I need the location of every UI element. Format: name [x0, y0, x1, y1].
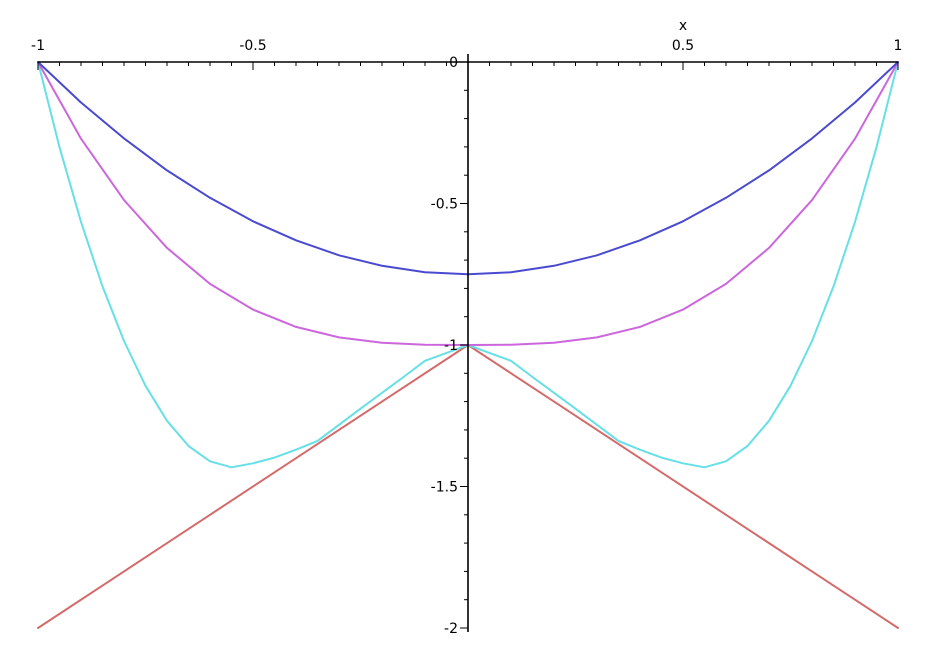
y-tick-label: 0: [449, 55, 458, 71]
x-tick-label: -1: [31, 38, 45, 54]
x-tick-label: -0.5: [239, 38, 266, 54]
x-axis-title: x: [679, 18, 687, 34]
y-tick-label: -0.5: [431, 197, 458, 213]
tick-layer: [37, 62, 899, 629]
x-tick-label: 1: [894, 38, 903, 54]
axis-layer: [38, 54, 898, 632]
y-tick-label: -2: [444, 621, 458, 637]
label-layer: x -1 -0.5 0.5 1 0 -0.5 -1 -1.5 -2: [31, 18, 902, 637]
y-tick-label: -1.5: [431, 480, 458, 496]
y-tick-label: -1: [444, 338, 458, 354]
x-tick-label: 0.5: [672, 38, 694, 54]
